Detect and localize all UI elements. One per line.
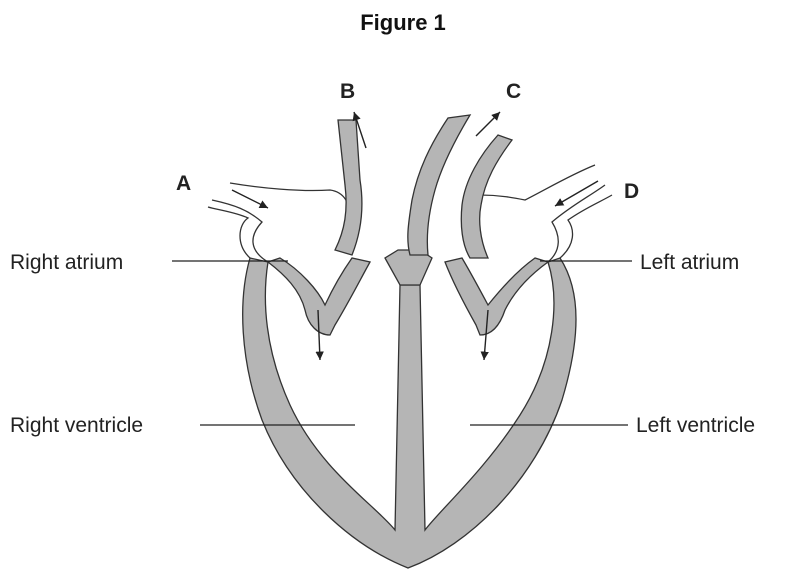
- pulmonary-artery: [335, 120, 362, 255]
- right-atrium-wall: [208, 183, 350, 262]
- letter-a: A: [176, 172, 191, 195]
- letter-c: C: [506, 80, 521, 103]
- left-atrium-wall: [480, 165, 612, 262]
- label-right-atrium: Right atrium: [10, 251, 123, 274]
- label-left-atrium: Left atrium: [640, 251, 739, 274]
- letter-b: B: [340, 80, 355, 103]
- aorta: [408, 115, 470, 255]
- label-left-ventricle: Left ventricle: [636, 414, 755, 437]
- left-valve: [445, 258, 548, 335]
- arrow-a: [232, 190, 268, 208]
- heart-wall: [243, 258, 576, 568]
- arrow-c: [476, 112, 500, 136]
- label-right-ventricle: Right ventricle: [10, 414, 143, 437]
- letter-d: D: [624, 180, 639, 203]
